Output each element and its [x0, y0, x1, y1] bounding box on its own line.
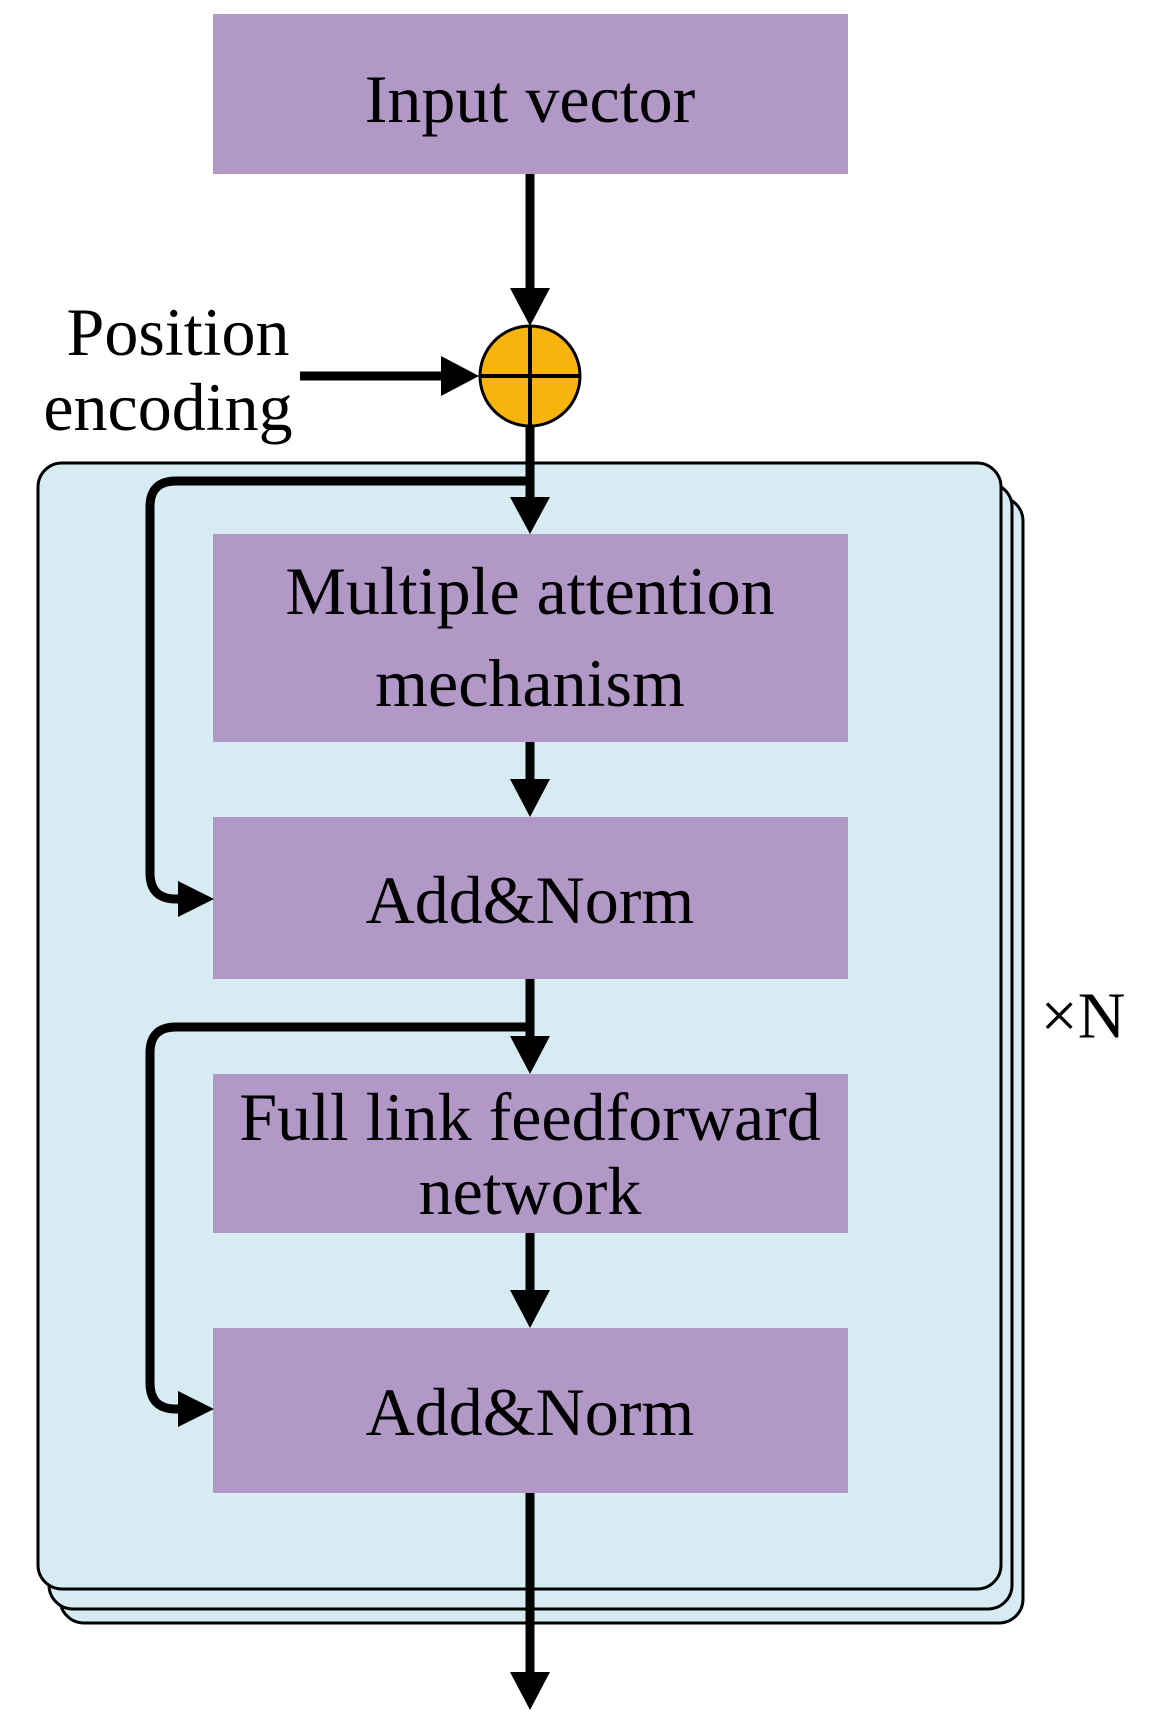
add-norm-2-label: Add&Norm — [366, 1374, 695, 1450]
feedforward-box — [213, 1074, 848, 1233]
multiple-attention-label-line2: mechanism — [375, 645, 685, 721]
adder-cross — [480, 326, 580, 426]
arrowhead-down-icon — [510, 1036, 550, 1074]
input-vector-label: Input vector — [365, 61, 696, 137]
arrowhead-down-icon — [510, 779, 550, 817]
edge-feedforward-to-addnorm2 — [510, 1233, 550, 1328]
arrowhead-right-icon — [178, 881, 214, 917]
multiple-attention-box — [213, 534, 848, 742]
circle-plus-icon — [478, 324, 582, 428]
add-norm-1-box — [213, 817, 848, 979]
arrowhead-right-icon — [441, 356, 479, 396]
feedforward-label-line2: network — [419, 1153, 642, 1229]
arrowhead-down-icon — [510, 1290, 550, 1328]
arrowhead-down-icon — [510, 288, 550, 326]
position-encoding-label-line1: Position — [67, 294, 290, 370]
edge-adder-to-attention — [510, 426, 550, 534]
edge-input-to-adder — [510, 174, 550, 326]
add-norm-1-label: Add&Norm — [366, 862, 695, 938]
multiple-attention-label-line1: Multiple attention — [285, 553, 774, 629]
feedforward-label-line1: Full link feedforward — [239, 1079, 821, 1155]
arrowhead-down-icon — [510, 1672, 550, 1710]
input-vector-box — [213, 14, 848, 174]
repeat-n-label: ×N — [1041, 980, 1126, 1053]
arrowhead-right-icon — [178, 1391, 214, 1427]
position-encoding-label-line2: encoding — [43, 369, 292, 445]
edge-position-to-adder — [300, 356, 479, 396]
skip-connection-1 — [145, 476, 530, 917]
skip-connection-2 — [145, 1022, 530, 1427]
arrowhead-down-icon — [510, 497, 550, 534]
edge-output — [510, 1493, 550, 1710]
add-norm-2-box — [213, 1328, 848, 1493]
edge-attention-to-addnorm1 — [510, 742, 550, 817]
